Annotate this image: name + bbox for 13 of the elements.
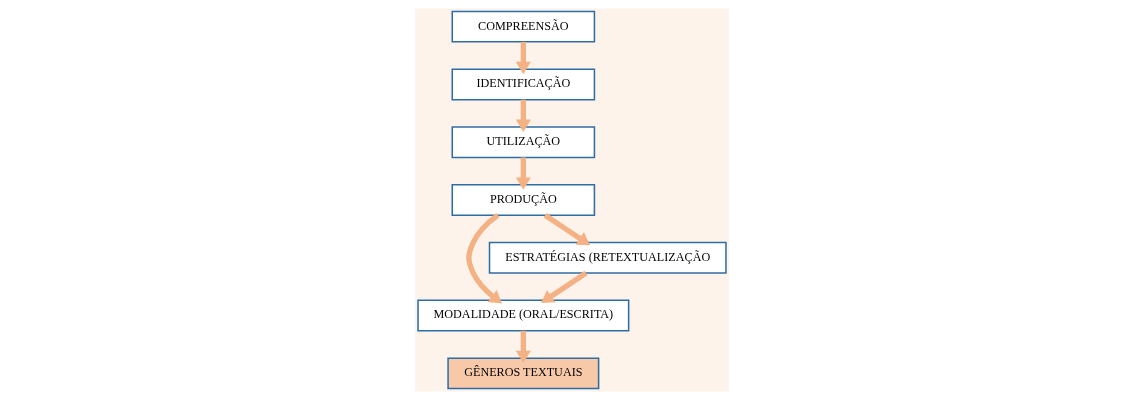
node-box: COMPREENSÃO: [451, 10, 595, 43]
arrow: [515, 157, 531, 190]
node-box: GÊNEROS TEXTUAIS: [446, 357, 599, 390]
arrow: [543, 213, 590, 246]
node-box: ESTRATÉGIAS (RETEXTUALIZAÇÃO: [488, 241, 727, 274]
node-box: IDENTIFICAÇÃO: [451, 68, 595, 101]
arrow: [515, 330, 531, 364]
arrow: [515, 41, 531, 75]
node-box: PRODUÇÃO: [451, 184, 595, 216]
arrow: [540, 270, 587, 303]
arrow: [515, 99, 531, 132]
node-box: MODALIDADE (ORAL/ESCRITA): [416, 299, 629, 332]
node-box: UTILIZAÇÃO: [451, 126, 595, 159]
